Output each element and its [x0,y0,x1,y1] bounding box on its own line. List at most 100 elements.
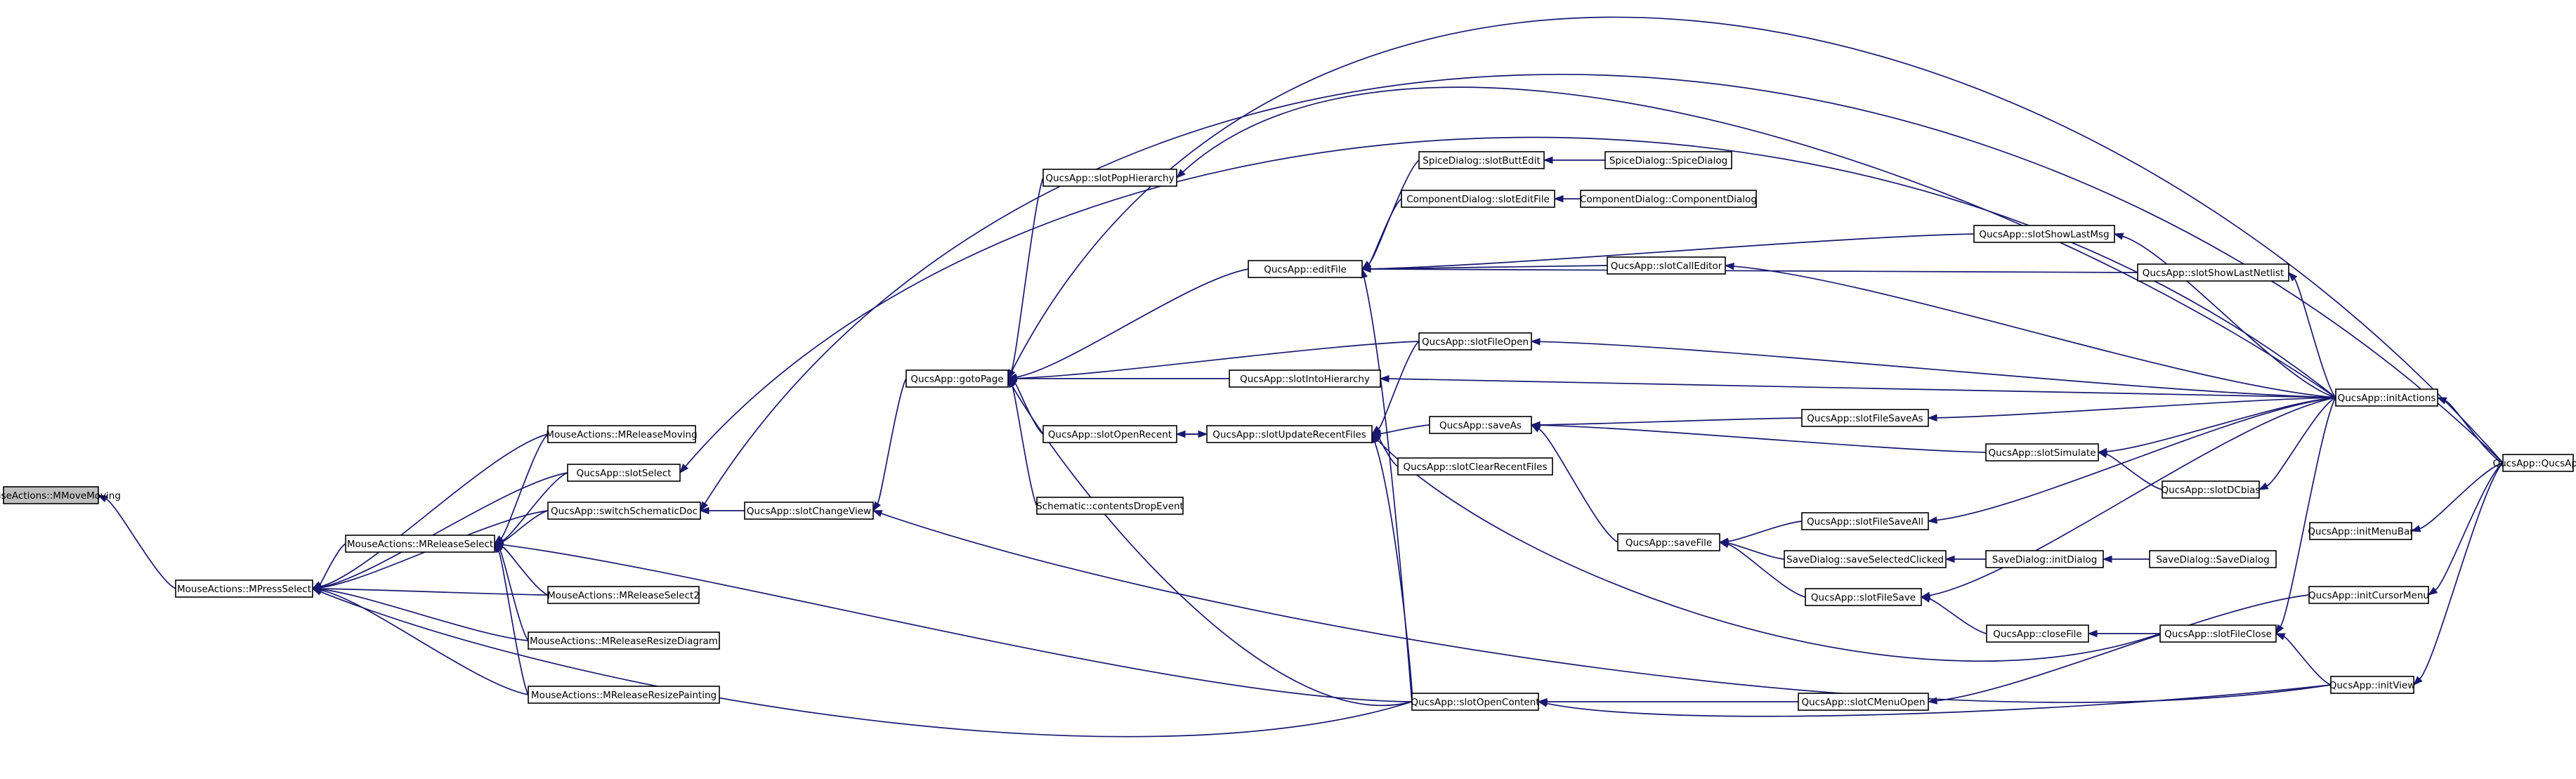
node-box [1229,369,1381,388]
edge-line [1377,440,2161,662]
node-slotfileopen[interactable]: QucsApp::slotFileOpen [1418,332,1532,351]
arrowhead [679,464,689,474]
edge-mreleaseresizediagram-to-mpressselect [311,586,529,641]
node-slotfilesave[interactable]: QucsApp::slotFileSave [1805,588,1922,606]
node-slotupdaterecentfiles[interactable]: QucsApp::slotUpdateRecentFiles [1206,425,1373,443]
node-slotdcbias[interactable]: QucsApp::slotDCbias [2162,480,2261,499]
edge-initactions-to-slotcalleditor [1724,262,2336,398]
node-saveselectedclicked[interactable]: SaveDialog::saveSelectedClicked [1784,550,1947,568]
edge-line [1539,424,1987,453]
node-box [1973,225,2115,243]
node-box [175,580,313,598]
edge-line [1370,233,1975,270]
node-slotchangeview[interactable]: QucsApp::slotChangeView [744,502,874,520]
node-savedialog[interactable]: SaveDialog::SaveDialog [2149,550,2277,568]
node-mreleaseresizepainting[interactable]: MouseActions::MReleaseResizePainting [528,686,720,704]
node-label: QucsApp::initActions [2338,393,2436,404]
node-mreleaseselect2[interactable]: MouseActions::MReleaseSelect2 [547,586,700,604]
node-mreleaseresizediagram[interactable]: MouseActions::MReleaseResizeDiagram [528,631,720,650]
edge-mreleaseresizepainting-to-mpressselect [311,587,529,695]
node-label: QucsApp::slotCMenuOpen [1802,697,1926,708]
node-initactions[interactable]: QucsApp::initActions [2335,388,2438,407]
edge-line [1546,684,2332,717]
node-box [1604,151,1732,169]
node-slotshowlastmsg[interactable]: QucsApp::slotShowLastMsg [1973,225,2115,243]
arrowhead [1543,156,1553,164]
edge-line [1733,266,2336,398]
arrowhead [1927,697,1938,705]
edge-initactions-to-slotfileclose [2275,397,2336,635]
node-slotfileclose[interactable]: QucsApp::slotFileClose [2159,624,2277,643]
node-label: MouseActions::MPressSelect [177,584,311,595]
arrowhead [1198,430,1208,438]
edge-qucsapp-to-initactions [2436,397,2504,464]
node-slotcmenuopen[interactable]: QucsApp::slotCMenuOpen [1798,693,1929,711]
node-initview[interactable]: QucsApp::initView [2329,676,2416,694]
node-editfile[interactable]: QucsApp::editFile [1248,260,1363,278]
edge-line [1727,544,1806,598]
node-slotfilesaveall[interactable]: QucsApp::slotFileSaveAll [1801,512,1929,530]
edge-line [2283,636,2332,686]
node-closefile[interactable]: QucsApp::closeFile [1986,624,2089,643]
edge-spicedialog-to-slotbuttedit [1543,156,1605,164]
node-slotopencontent[interactable]: QucsApp::slotOpenContent [1411,693,1540,711]
edge-initactions-to-slotshowlastnetlist [2288,271,2336,398]
edge-slotopenrecent-to-slotupdaterecentfiles [1177,430,1208,438]
node-mmovemoving[interactable]: MouseActions::MMoveMoving [0,486,121,504]
node-label: ComponentDialog::slotEditFile [1406,194,1550,205]
node-slotsimulate[interactable]: QucsApp::slotSimulate [1985,443,2099,461]
node-label: SpiceDialog::SpiceDialog [1609,155,1727,166]
node-box [2162,480,2260,499]
edge-line [502,546,549,596]
node-switchschematicdoc[interactable]: QucsApp::switchSchematicDoc [547,502,701,520]
node-spicedialog[interactable]: SpiceDialog::SpiceDialog [1604,151,1732,169]
node-initcursormenu[interactable]: QucsApp::initCursorMenu [2308,586,2429,604]
edge-line [1388,378,2336,398]
edge-line [1011,177,1044,372]
edge-line [2445,400,2504,464]
node-componentdialog[interactable]: ComponentDialog::ComponentDialog [1580,190,1757,208]
edge-line [1014,382,1044,435]
node-saveas[interactable]: QucsApp::saveAs [1429,416,1532,434]
node-slotintohierarchy[interactable]: QucsApp::slotIntoHierarchy [1229,369,1381,388]
edge-line [1538,428,1619,543]
node-initmenubar[interactable]: QucsApp::initMenuBar [2308,522,2414,540]
edge-line [1380,424,1430,435]
node-box [1248,260,1363,278]
node-contentsdropevent[interactable]: Schematic::contentsDropEvent [1036,497,1184,515]
node-label: QucsApp::slotFileSaveAll [1807,516,1923,528]
node-qucsapp[interactable]: QucsApp::QucsApp [2492,454,2576,472]
node-slotcalleditor[interactable]: QucsApp::slotCallEditor [1607,256,1726,275]
edge-line [2280,397,2336,627]
arrowhead [2427,587,2438,596]
node-savedialoginit[interactable]: SaveDialog::initDialog [1985,550,2104,568]
arrowhead [493,541,504,549]
node-slotopenrecent[interactable]: QucsApp::slotOpenRecent [1042,425,1177,443]
node-slotpophierarchy[interactable]: QucsApp::slotPopHierarchy [1042,169,1177,187]
arrowhead [872,501,882,512]
arrowhead [1175,169,1186,178]
node-label: QucsApp::slotChangeView [747,506,871,517]
edge-line [2122,235,2336,398]
node-gotopage[interactable]: QucsApp::gotoPage [905,369,1009,388]
arrowhead [2258,482,2269,490]
edge-line [320,589,529,695]
edge-slotcmenuopen-to-slotopencontent [1537,698,1798,706]
node-slotclearrecentfiles[interactable]: QucsApp::slotClearRecentFiles [1397,457,1553,476]
node-slotedtfile[interactable]: ComponentDialog::slotEditFile [1401,190,1555,208]
edge-line [704,74,2504,504]
node-mreleaseselect[interactable]: MouseActions::MReleaseSelect [345,535,495,553]
node-slotshowlastnetlist[interactable]: QucsApp::slotShowLastNetlist [2137,263,2289,282]
node-mreleasemoving[interactable]: MouseActions::MReleaseMoving [546,425,698,443]
edge-line [1370,265,1608,270]
node-box [3,486,99,504]
node-mpressselect[interactable]: MouseActions::MPressSelect [175,580,313,598]
node-slotselect[interactable]: QucsApp::slotSelect [567,464,681,482]
edge-initactions-to-slotfilesaveall [1927,397,2336,524]
node-savefile[interactable]: QucsApp::saveFile [1617,533,1720,551]
node-slotfilesaveas[interactable]: QucsApp::slotFileSaveAs [1801,409,1929,427]
node-label: SaveDialog::initDialog [1992,554,2098,565]
node-slotbuttedit[interactable]: SpiceDialog::slotButtEdit [1418,151,1545,169]
edge-line [1363,277,1413,704]
node-box [905,369,1009,388]
